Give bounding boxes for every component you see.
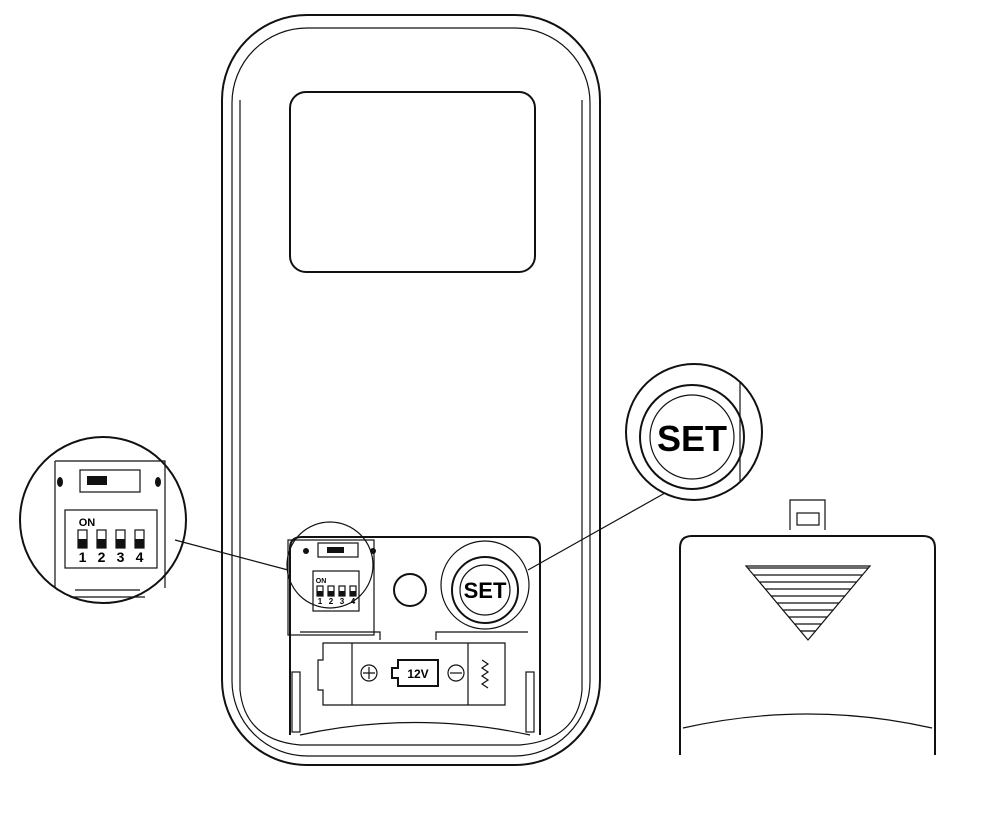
battery-cover[interactable] — [679, 499, 936, 755]
dip-number: 2 — [98, 549, 106, 565]
dip-toggle-knob — [135, 539, 144, 548]
dip-toggle-knob — [317, 591, 323, 596]
dip-toggle-knob — [350, 591, 356, 596]
callout-line-set — [527, 492, 666, 571]
battery-compartment — [289, 536, 541, 736]
set-button[interactable]: SET — [440, 540, 530, 630]
dip-toggle-knob — [97, 539, 106, 548]
detail-on-label: ON — [79, 517, 96, 529]
dip-number: 3 — [117, 549, 125, 565]
set-button-label: SET — [464, 578, 507, 603]
callout-line-dip — [174, 539, 289, 571]
dip-on-label: ON — [316, 578, 327, 585]
dip-number: 2 — [329, 597, 334, 606]
indicator-hole — [393, 573, 427, 607]
dip-toggle-knob — [328, 591, 334, 596]
dip-toggle-knob — [339, 591, 345, 596]
set-button-detail: SET — [625, 363, 763, 501]
device-body — [221, 14, 601, 766]
dip-number: 4 — [136, 549, 144, 565]
dip-toggle-knob — [78, 539, 87, 548]
battery-voltage-label: 12V — [407, 667, 428, 681]
detail-set-label: SET — [657, 418, 727, 459]
dip-number: 3 — [340, 597, 345, 606]
dip-number: 1 — [318, 597, 323, 606]
dip-number: 1 — [79, 549, 87, 565]
display-window — [289, 91, 536, 273]
arrow-down-icon — [744, 565, 872, 641]
dip-toggle-knob — [116, 539, 125, 548]
battery: 12V — [317, 642, 506, 706]
dip-number: 4 — [351, 597, 356, 606]
